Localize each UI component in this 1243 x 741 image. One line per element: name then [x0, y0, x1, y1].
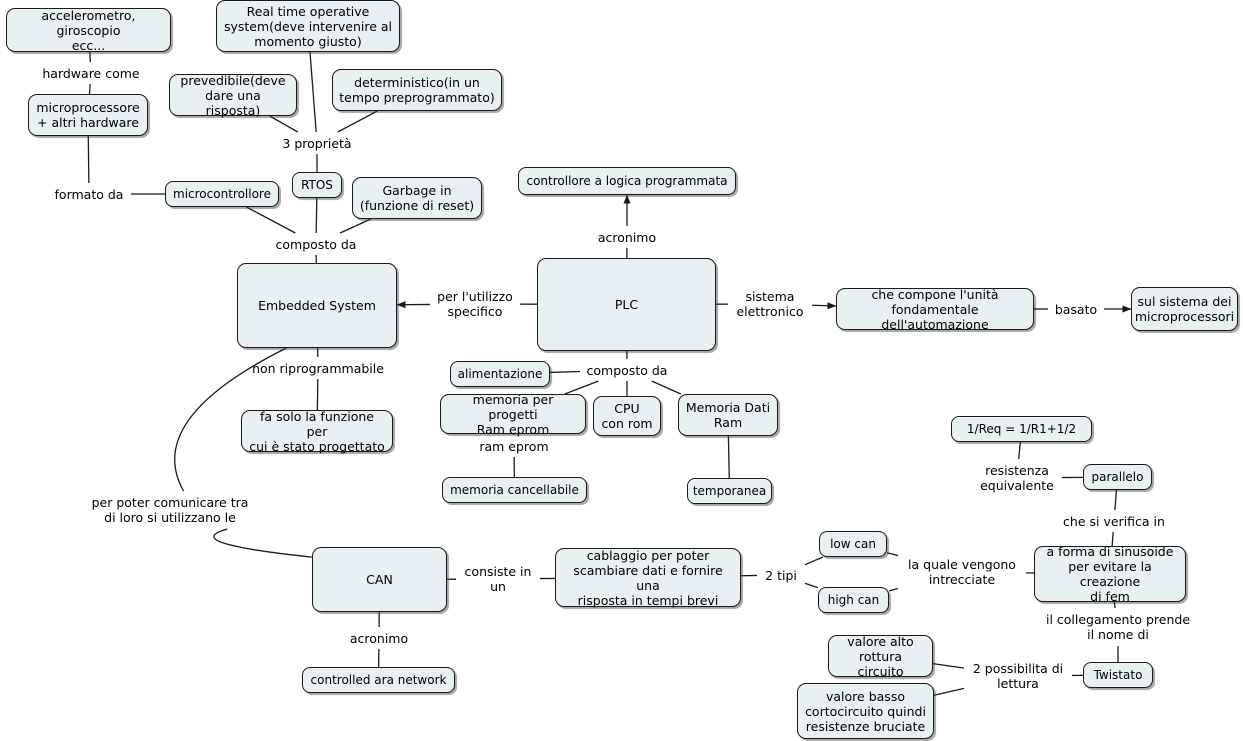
edge-due_possibilita-to-valore_alto — [932, 662, 965, 669]
node-controlled[interactable]: controlled ara network — [302, 667, 455, 693]
link-label-tre_proprieta: 3 proprietà — [282, 135, 352, 151]
edge-deterministico-to-tre_proprieta — [337, 110, 378, 133]
node-twistato[interactable]: Twistato — [1083, 662, 1153, 688]
node-microprocessori[interactable]: sul sistema dei microprocessori — [1131, 287, 1238, 331]
node-compone[interactable]: che compone l'unità fondamentale dell'au… — [836, 287, 1034, 332]
link-label-non_riprog: non riprogrammabile — [252, 360, 384, 376]
node-alimentazione[interactable]: alimentazione — [450, 361, 550, 387]
edge-microcontrollore-to-composto_da_es — [246, 206, 296, 234]
edge-memoria_dati-to-temporanea — [727, 435, 730, 479]
link-label-sistema_elett: sistema elettronico — [736, 289, 804, 319]
link-label-resistenza_eq: resistenza equivalente — [980, 463, 1054, 493]
node-fa_solo[interactable]: fa solo la funzione per cui è stato prog… — [241, 409, 393, 454]
node-valore_alto[interactable]: valore alto rottura circuito — [828, 634, 933, 679]
edge-rtos-to-composto_da_es — [315, 197, 318, 234]
link-label-che_si_verifica: che si verifica in — [1063, 513, 1165, 529]
node-temporanea[interactable]: temporanea — [687, 478, 772, 504]
link-label-ram_eprom: ram eprom — [479, 438, 549, 454]
edge-garbage-to-composto_da_es — [339, 218, 372, 234]
link-label-basato: basato — [1054, 301, 1098, 317]
node-prevedibile[interactable]: prevedibile(deve dare una risposta) — [169, 73, 297, 118]
edge-composto_da_plc-to-alimentazione — [549, 370, 581, 374]
edge-accelerometro-to-hardware_come — [89, 51, 92, 63]
node-embedded[interactable]: Embedded System — [237, 263, 397, 348]
edge-sistema_elett-to-compone — [811, 302, 837, 310]
link-label-per_utilizzo: per l'utilizzo specifico — [437, 289, 513, 319]
link-label-collegamento: il collegamento prende il nome di — [1045, 612, 1191, 642]
edge-per_poter_com-to-can — [213, 528, 313, 558]
node-memoria_canc[interactable]: memoria cancellabile — [442, 477, 587, 503]
node-microcontrollore[interactable]: microcontrollore — [165, 181, 279, 207]
link-label-la_quale: la quale vengono intrecciate — [908, 557, 1016, 587]
node-microprocessore[interactable]: microprocessore + altri hardware — [28, 94, 148, 136]
node-sinusoide[interactable]: a forma di sinusoide per evitare la crea… — [1034, 544, 1186, 604]
node-plc[interactable]: PLC — [537, 258, 716, 351]
edge-high_can-to-la_quale — [888, 587, 899, 592]
node-rtos[interactable]: RTOS — [292, 172, 342, 198]
link-label-consiste_in: consiste in un — [464, 564, 532, 594]
node-memoria_prog[interactable]: memoria per progetti Ram eprom — [440, 392, 586, 437]
edge-req-to-resistenza_eq — [1018, 441, 1021, 460]
node-req[interactable]: 1/Req = 1/R1+1/2 — [951, 416, 1092, 442]
link-label-formato_da: formato da — [54, 186, 124, 202]
edge-rtos_sys-to-tre_proprieta — [309, 51, 317, 133]
node-cablaggio[interactable]: cablaggio per poter scambiare dati e for… — [555, 548, 741, 608]
node-deterministico[interactable]: deterministico(in un tempo preprogrammat… — [332, 69, 502, 111]
node-low_can[interactable]: low can — [819, 531, 887, 557]
edge-prevedibile-to-tre_proprieta — [269, 115, 299, 133]
link-label-acronimo_plc: acronimo — [597, 229, 657, 245]
link-label-hardware_come: hardware come — [42, 65, 140, 81]
edge-due_tipi-to-high_can — [804, 582, 819, 589]
node-valore_basso[interactable]: valore basso cortocircuito quindi resist… — [797, 683, 934, 739]
edge-hardware_come-to-microprocessore — [88, 83, 91, 95]
node-cpu[interactable]: CPU con rom — [593, 396, 661, 436]
link-label-due_tipi: 2 tipi — [765, 567, 797, 583]
link-label-composto_da_es: composto da — [275, 236, 357, 252]
node-accelerometro[interactable]: accelerometro, giroscopio ecc... — [6, 8, 171, 53]
link-label-due_possibilita: 2 possibilita di lettura — [972, 661, 1064, 691]
link-label-per_poter_com: per poter comunicare tra di loro si util… — [91, 495, 249, 525]
node-high_can[interactable]: high can — [818, 587, 889, 613]
edge-composto_da_plc-to-memoria_dati — [651, 380, 682, 395]
edge-due_possibilita-to-valore_basso — [933, 687, 965, 696]
link-label-composto_da_plc: composto da — [586, 362, 668, 378]
node-garbage[interactable]: Garbage in (funzione di reset) — [352, 177, 482, 219]
edge-microprocessore-to-formato_da — [87, 135, 90, 184]
link-label-acronimo_can: acronimo — [349, 630, 409, 646]
node-controllore[interactable]: controllore a logica programmata — [518, 167, 736, 195]
node-can[interactable]: CAN — [312, 547, 447, 612]
node-rtos_sys[interactable]: Real time operative system(deve interven… — [216, 0, 400, 52]
node-parallelo[interactable]: parallelo — [1083, 464, 1152, 490]
edge-due_tipi-to-low_can — [804, 556, 824, 566]
node-memoria_dati[interactable]: Memoria Dati Ram — [678, 394, 778, 436]
edge-parallelo-to-che_si_verifica — [1114, 489, 1118, 511]
edge-low_can-to-la_quale — [886, 552, 899, 557]
